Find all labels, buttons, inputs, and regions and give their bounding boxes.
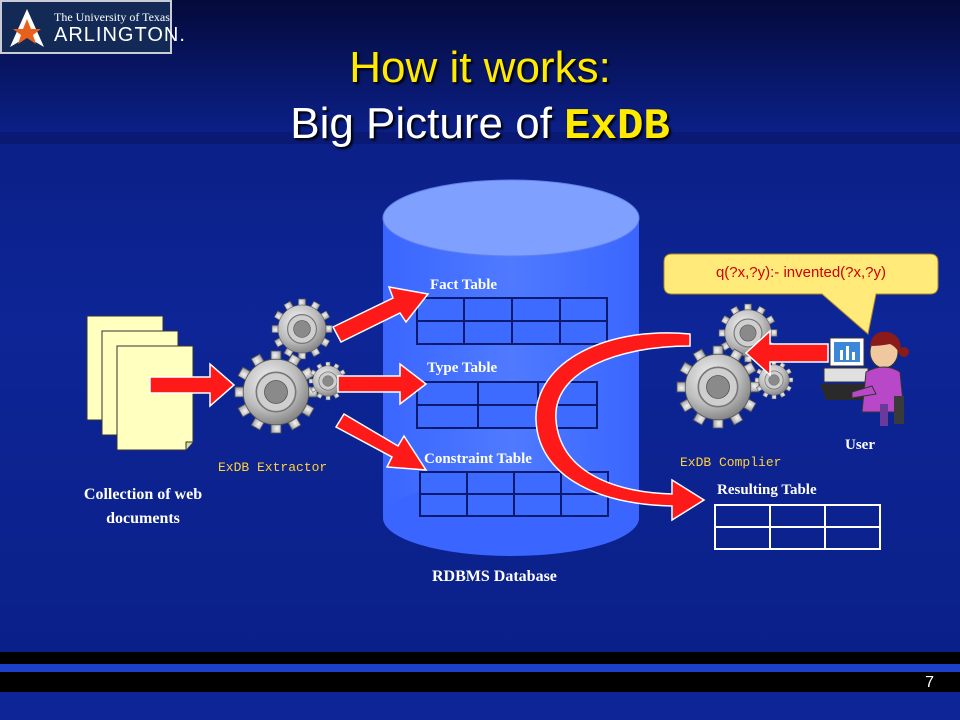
label-fact-table: Fact Table	[430, 277, 498, 293]
page-number: 7	[925, 674, 934, 691]
title-prefix: Big Picture of	[290, 99, 565, 148]
logo-line1: The University of Texas	[54, 10, 170, 24]
university-logo: The University of Texas ARLINGTON.	[0, 0, 185, 54]
label-database: RDBMS Database	[432, 568, 557, 585]
label-type-table: Type Table	[427, 360, 498, 376]
arrow-to-fact-table	[331, 286, 430, 343]
top-band	[0, 132, 960, 144]
title-line2: Big Picture of ExDB	[0, 99, 960, 152]
user-icon	[820, 331, 909, 426]
fact-table-grid	[416, 297, 608, 345]
bottom-band-dark	[0, 652, 960, 664]
footer-strip	[0, 692, 960, 720]
bottom-band-blue	[0, 664, 960, 672]
arrow-docs-to-extractor	[149, 362, 236, 408]
query-text: q(?x,?y):- invented(?x,?y)	[715, 264, 887, 281]
label-extractor: ExDB Extractor	[218, 460, 328, 475]
label-compiler: ExDB Complier	[680, 455, 782, 470]
resulting-table-grid	[714, 504, 881, 550]
label-constraint-table: Constraint Table	[424, 451, 532, 467]
compiler-gear-icon	[676, 303, 794, 429]
arrow-to-constraint-table	[334, 412, 428, 471]
title-code: ExDB	[564, 102, 670, 152]
arrow-compiler-to-result	[535, 332, 706, 522]
query-callout	[663, 253, 939, 335]
extractor-gear-icon	[234, 298, 348, 434]
arrow-user-to-compiler	[744, 329, 829, 377]
footer-bar	[0, 672, 960, 692]
texas-star-icon	[10, 9, 44, 47]
label-user: User	[845, 437, 875, 453]
title-line1: How it works:	[349, 43, 611, 92]
label-resulting-table: Resulting Table	[717, 482, 817, 498]
document-stack-icon	[86, 315, 194, 451]
arrow-to-type-table	[337, 362, 428, 406]
logo-line2: ARLINGTON.	[54, 24, 186, 46]
type-table-grid	[416, 381, 598, 429]
label-collection: Collection of web documents	[83, 486, 203, 527]
